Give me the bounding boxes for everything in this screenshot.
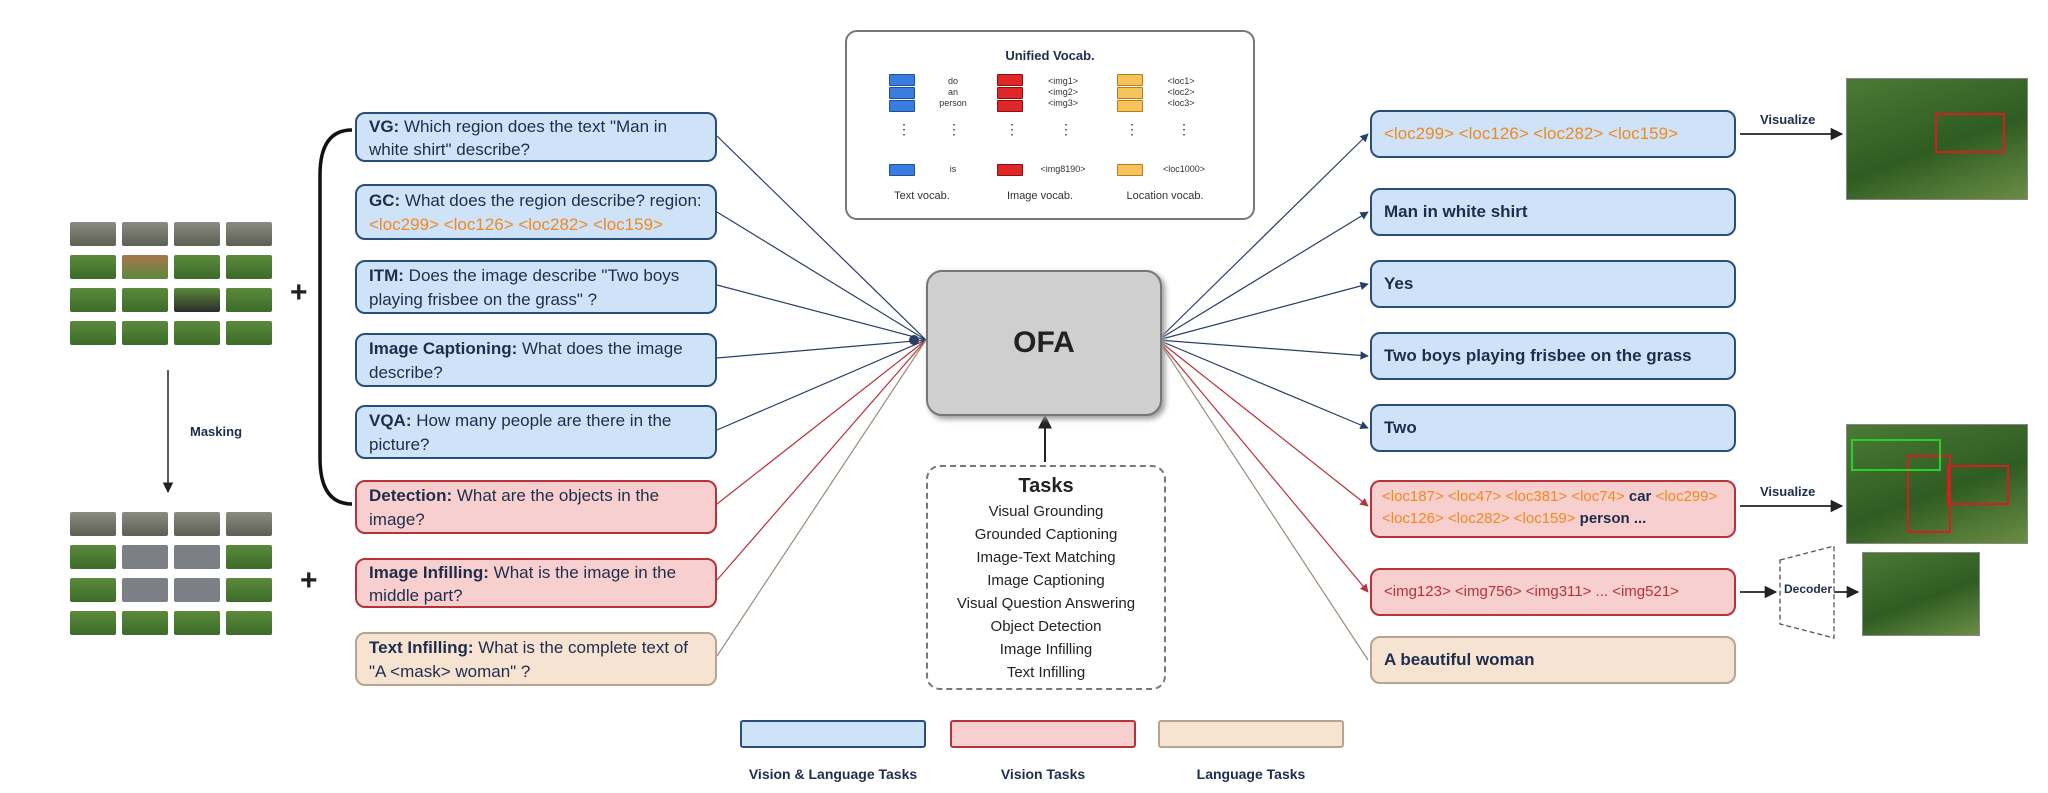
vocab-title: Unified Vocab.	[1005, 48, 1095, 63]
input-bracket	[318, 128, 353, 506]
output-gc: Man in white shirt	[1370, 188, 1736, 236]
output-vqa: Two	[1370, 404, 1736, 452]
plus-sign-bottom: +	[300, 564, 318, 597]
task-item: Object Detection	[990, 618, 1102, 635]
tasks-panel: Tasks Visual Grounding Grounded Captioni…	[926, 465, 1166, 690]
legend-swatch-l	[1158, 720, 1344, 748]
input-vqa: VQA: How many people are there in the pi…	[355, 405, 717, 459]
infilling-result-photo	[1862, 552, 1980, 636]
task-item: Visual Question Answering	[956, 595, 1136, 612]
task-item: Grounded Captioning	[974, 526, 1118, 543]
masking-label: Masking	[190, 424, 243, 439]
input-gc: GC: What does the region describe? regio…	[355, 184, 717, 240]
output-detection: <loc187> <loc47> <loc381> <loc74> car <l…	[1370, 480, 1736, 538]
visualize-label-1: Visualize	[1760, 112, 1816, 127]
legend-swatch-v	[950, 720, 1136, 748]
input-vg: VG: Which region does the text "Man in w…	[355, 112, 717, 162]
task-item: Text Infilling	[1006, 664, 1086, 681]
output-image-captioning: Two boys playing frisbee on the grass	[1370, 332, 1736, 380]
input-image-infilling: Image Infilling: What is the image in th…	[355, 558, 717, 608]
original-image-grid	[70, 222, 280, 362]
output-itm: Yes	[1370, 260, 1736, 308]
output-connectors	[1157, 133, 1369, 661]
tasks-title: Tasks	[1018, 475, 1074, 497]
task-item: Image-Text Matching	[976, 549, 1116, 566]
masked-image-grid	[70, 512, 280, 652]
task-item: Image Captioning	[987, 572, 1105, 589]
legend-label-vl: Vision & Language Tasks	[748, 766, 918, 782]
vg-result-photo	[1846, 78, 2028, 200]
output-text-infilling: A beautiful woman	[1370, 636, 1736, 684]
legend-swatch-vl	[740, 720, 926, 748]
input-image-captioning: Image Captioning: What does the image de…	[355, 333, 717, 387]
output-image-infilling: <img123> <img756> <img311> ... <img521>	[1370, 568, 1736, 616]
input-connectors	[716, 135, 927, 657]
ofa-model-box: OFA	[926, 270, 1162, 416]
input-detection: Detection: What are the objects in the i…	[355, 480, 717, 534]
input-itm: ITM: Does the image describe "Two boys p…	[355, 260, 717, 314]
image-vocab-stack	[997, 74, 1023, 113]
decoder-label: Decoder	[1784, 582, 1833, 596]
location-vocab-stack	[1117, 74, 1143, 113]
legend-label-v: Vision Tasks	[1000, 766, 1086, 782]
plus-sign-top: +	[290, 276, 308, 309]
input-text-infilling: Text Infilling: What is the complete tex…	[355, 632, 717, 686]
detection-result-photo	[1846, 424, 2028, 544]
legend-label-l: Language Tasks	[1196, 766, 1306, 782]
text-vocab-stack	[889, 74, 915, 113]
task-item: Image Infilling	[999, 641, 1093, 658]
decoder-trapezoid	[1779, 545, 1835, 639]
task-item: Visual Grounding	[988, 503, 1104, 520]
visualize-label-2: Visualize	[1760, 484, 1816, 499]
output-vg: <loc299> <loc126> <loc282> <loc159>	[1370, 110, 1736, 158]
